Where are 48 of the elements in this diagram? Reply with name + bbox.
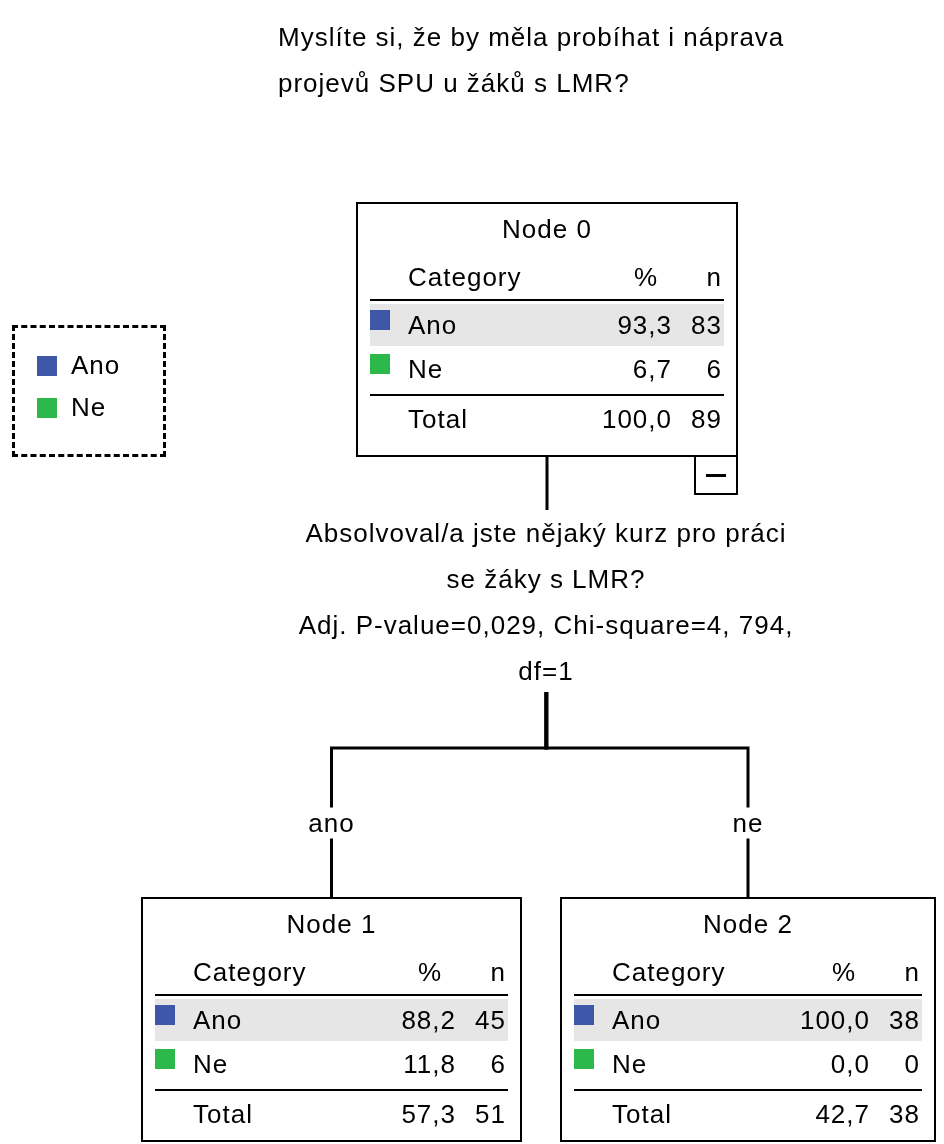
column-header: Category [612, 957, 726, 988]
count-value: 89 [691, 404, 722, 435]
category-label: Ano [408, 310, 458, 341]
column-header: Category [193, 957, 307, 988]
percent-value: 93,3 [617, 310, 672, 341]
column-header: n [490, 957, 506, 988]
percent-value: 6,7 [632, 354, 672, 385]
percent-value: 100,0 [799, 1005, 870, 1036]
split-statistics: Adj. P-value=0,029, Chi-square=4, 794, df=1 [297, 609, 795, 688]
legend-label: Ano [71, 350, 121, 381]
total-label: Total [193, 1099, 253, 1130]
percent-value: 100,0 [601, 404, 672, 435]
column-header: % [417, 957, 442, 988]
count-value: 0 [904, 1049, 920, 1080]
count-value: 83 [691, 310, 722, 341]
count-value: 51 [475, 1099, 506, 1130]
node-title: Node 0 [501, 214, 593, 245]
percent-value: 11,8 [403, 1049, 456, 1080]
node-table-box [560, 897, 936, 1142]
question-title: Myslíte si, že by měla probíhat i náprava projevů SPU u žáků s LMR? [278, 21, 786, 100]
category-label: Ano [612, 1005, 662, 1036]
node-title: Node 2 [702, 909, 794, 940]
category-label: Ne [612, 1049, 648, 1080]
count-value: 45 [475, 1005, 506, 1036]
node-table-box [141, 897, 522, 1142]
category-label: Ano [193, 1005, 243, 1036]
percent-value: 57,3 [401, 1099, 456, 1130]
connector-line [544, 692, 750, 897]
count-value: 6 [490, 1049, 506, 1080]
category-label: Ne [193, 1049, 229, 1080]
column-header: Category [408, 262, 522, 293]
total-label: Total [612, 1099, 672, 1130]
column-header: n [904, 957, 920, 988]
node-title: Node 1 [285, 909, 378, 940]
count-value: 6 [706, 354, 722, 385]
percent-value: 42,7 [815, 1099, 870, 1130]
column-header: % [633, 262, 658, 293]
count-value: 38 [889, 1099, 920, 1130]
percent-value: 0,0 [830, 1049, 870, 1080]
total-label: Total [408, 404, 468, 435]
column-header: % [831, 957, 856, 988]
node-table-box [356, 202, 738, 457]
category-label: Ne [408, 354, 444, 385]
count-value: 38 [889, 1005, 920, 1036]
split-question: Absolvoval/a jste nějaký kurz pro práci se žáky s LMR? [304, 517, 788, 596]
percent-value: 88,2 [401, 1005, 456, 1036]
legend-label: Ne [71, 392, 107, 423]
column-header: n [706, 262, 722, 293]
